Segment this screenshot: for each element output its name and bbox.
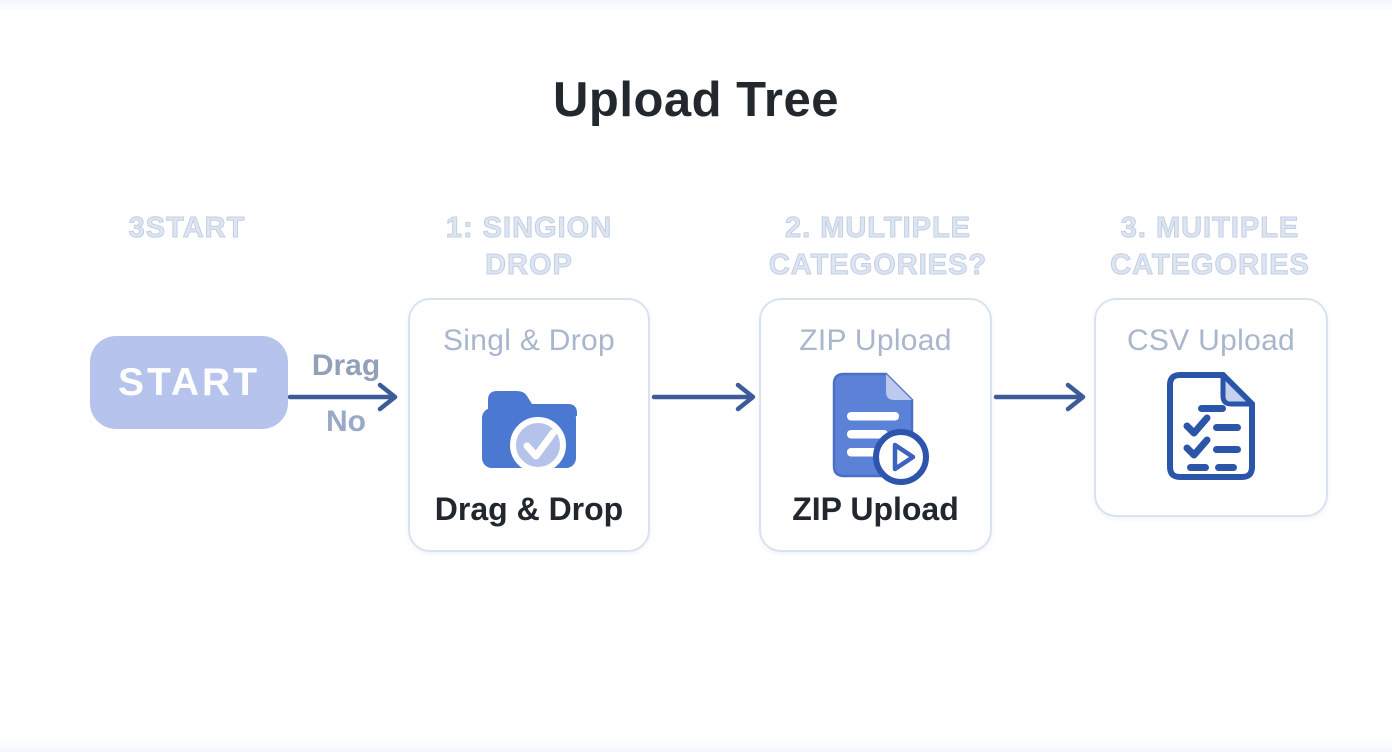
ghost-header-line: DROP: [485, 249, 573, 282]
ghost-header-line: CATEGORIES?: [768, 249, 988, 282]
arrow-right-icon: [651, 382, 756, 412]
document-checklist-icon: [1163, 368, 1259, 486]
node-subtitle: Singl & Drop: [442, 324, 615, 357]
node-subtitle: ZIP Upload: [799, 324, 952, 357]
page-title: Upload Tree: [553, 73, 839, 127]
document-play-icon: [820, 368, 932, 486]
edge-label-no: No: [326, 405, 366, 438]
ghost-header-step2: 2. MULTIPLE CATEGORIES?: [713, 210, 1043, 284]
node-drag-and-drop[interactable]: Singl & Drop Drag & Drop: [408, 298, 650, 552]
top-edge-strip: [0, 0, 1392, 12]
ghost-header-line: 1: SINGION: [445, 212, 613, 245]
bottom-edge-strip: [0, 740, 1392, 752]
ghost-header-step3: 3. MUITIPLE CATEGORIES: [1045, 210, 1375, 284]
ghost-header-line: 3. MUITIPLE: [1120, 212, 1300, 245]
edge-label-drag: Drag: [311, 349, 381, 382]
ghost-header-line: 3START: [128, 212, 246, 245]
node-csv-upload[interactable]: CSV Upload: [1094, 298, 1328, 517]
node-label: ZIP Upload: [792, 491, 959, 527]
arrow-right-icon: [288, 382, 398, 412]
ghost-header-line: CATEGORIES: [1110, 249, 1310, 282]
arrow-right-icon: [993, 382, 1086, 412]
ghost-header-line: 2. MULTIPLE: [784, 212, 972, 245]
node-zip-upload[interactable]: ZIP Upload ZIP Upload: [759, 298, 992, 552]
node-subtitle: CSV Upload: [1126, 324, 1296, 357]
node-label: Drag & Drop: [434, 491, 624, 527]
start-button[interactable]: START: [90, 336, 288, 429]
folder-check-icon: [474, 368, 584, 474]
ghost-header-step1: 1: SINGION DROP: [364, 210, 694, 284]
ghost-header-start: 3START: [22, 210, 352, 247]
